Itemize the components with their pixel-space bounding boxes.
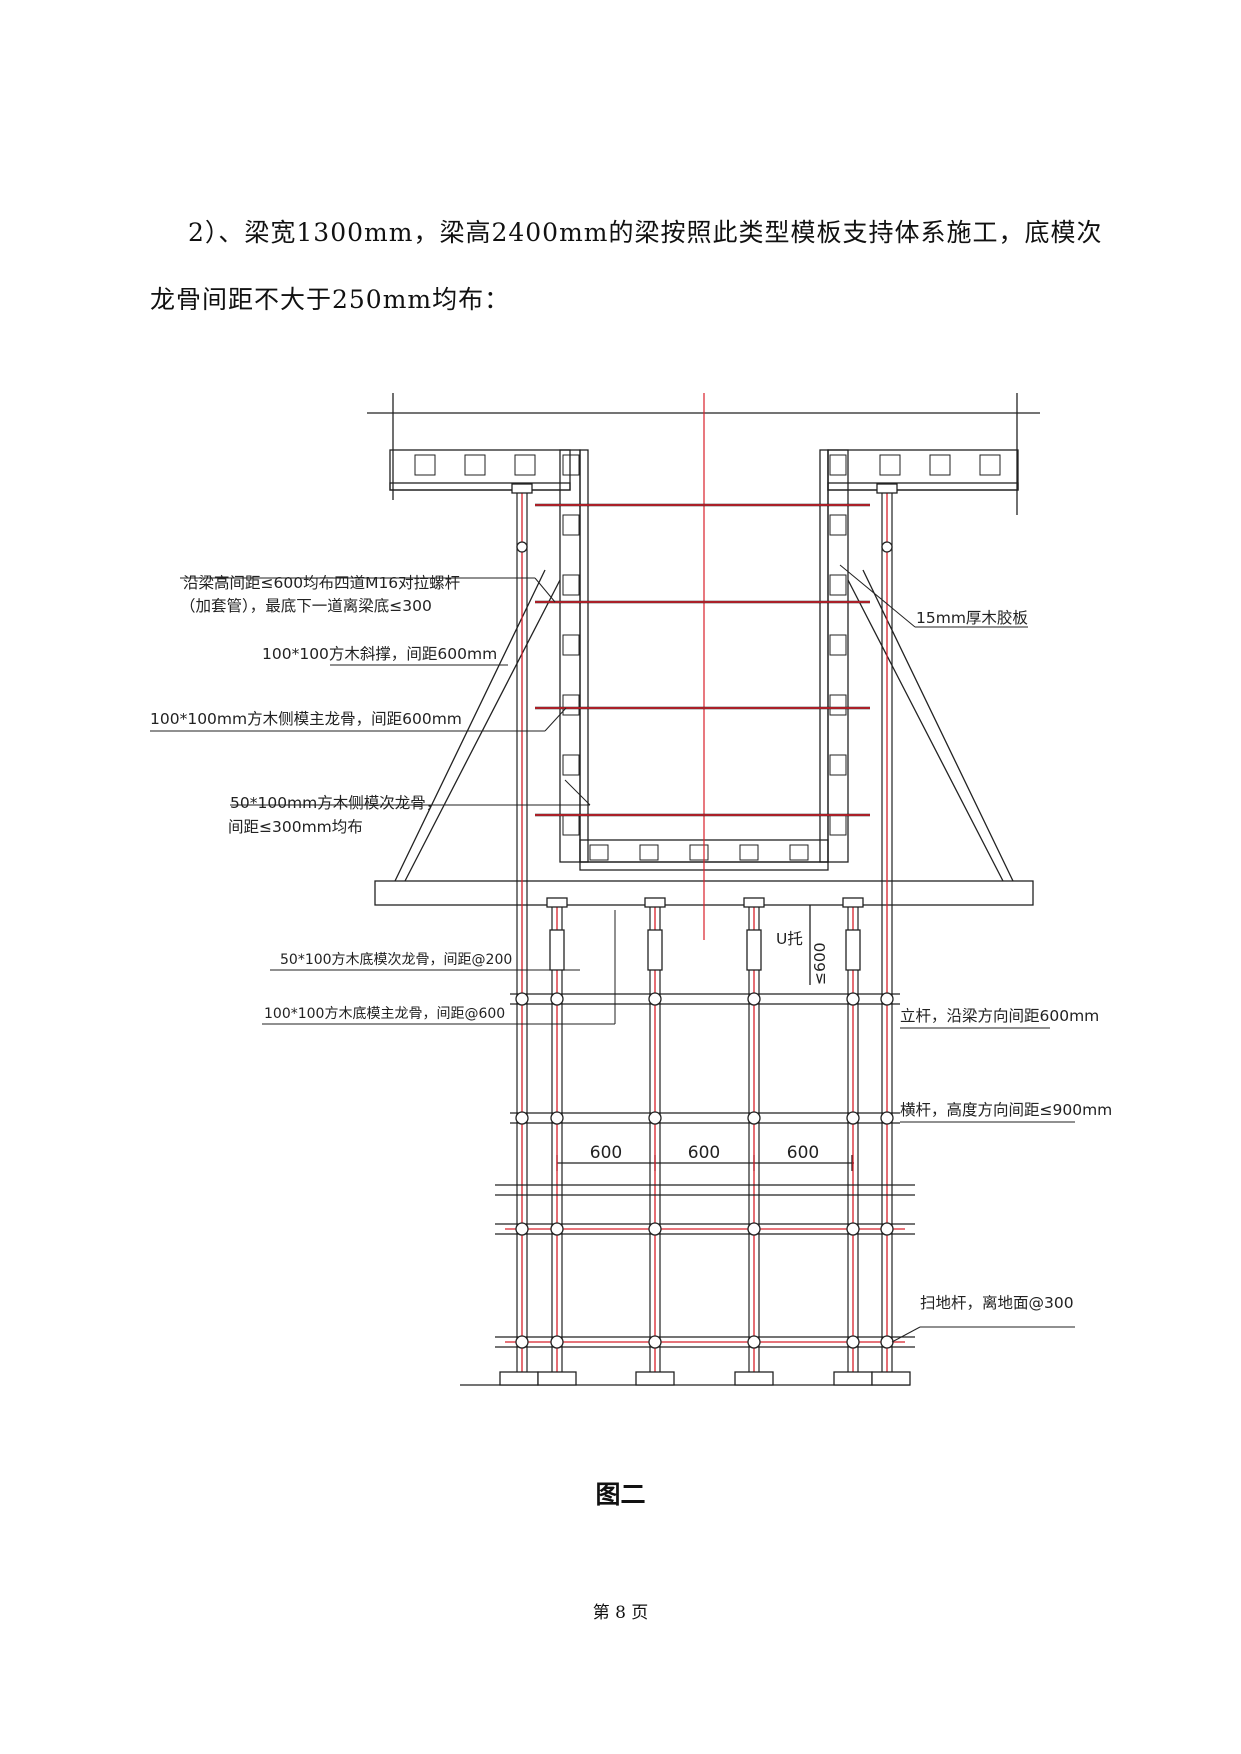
bottom-secondary-joist-label: 50*100方木底模次龙骨，间距@200 [280, 952, 512, 968]
page-number: 第 8 页 [592, 1603, 649, 1623]
span-dimension-3: 600 [787, 1143, 819, 1163]
tie-bolt-label-line-2: （加套管），最底下一道离梁底≤300 [180, 597, 432, 615]
tie-bolt-label-line-1: 沿梁高间距≤600均布四道M16对拉螺杆 [183, 574, 460, 592]
u-head-dimension-label: ≤600 [811, 942, 829, 985]
brace-label: 100*100方木斜撑，间距600mm [262, 645, 497, 663]
plywood-label: 15mm厚木胶板 [916, 609, 1028, 627]
figure-caption: 图二 [595, 1480, 646, 1509]
side-main-joist-label: 100*100mm方木侧模主龙骨，间距600mm [150, 710, 462, 728]
side-secondary-joist-label-line-2: 间距≤300mm均布 [228, 818, 363, 836]
paragraph-line-1: 2）、梁宽1300mm，梁高2400mm的梁按照此类型模板支持体系施工，底模次 [188, 218, 1103, 247]
side-secondary-joist-label-line-1: 50*100mm方木侧模次龙骨， [230, 794, 441, 812]
ledger-label: 横杆，高度方向间距≤900mm [900, 1101, 1112, 1119]
bottom-main-joist-label: 100*100方木底模主龙骨，间距@600 [264, 1006, 505, 1022]
span-dimension-2: 600 [688, 1143, 720, 1163]
sweep-rod-label: 扫地杆，离地面@300 [920, 1294, 1074, 1312]
u-head-label: U托 [776, 930, 803, 948]
span-dimension-1: 600 [590, 1143, 622, 1163]
upright-label: 立杆，沿梁方向间距600mm [900, 1007, 1099, 1025]
paragraph-line-2: 龙骨间距不大于250mm均布： [150, 285, 511, 314]
